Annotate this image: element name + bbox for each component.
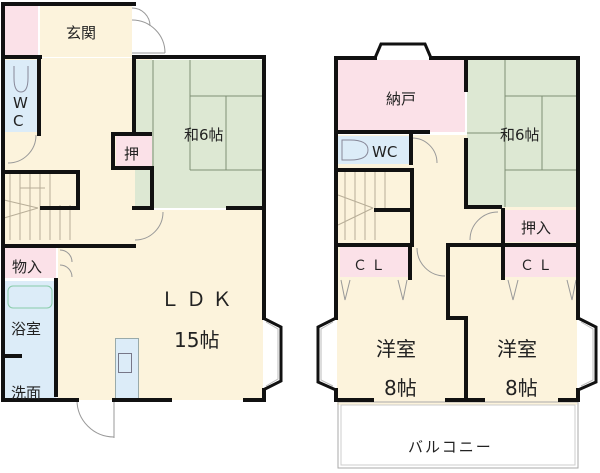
floor1-pink-closet-top (4, 5, 38, 57)
floor1-senmen (4, 358, 56, 398)
floor2-nando (337, 60, 465, 132)
floor2-oshiire (505, 210, 577, 242)
floor1-wc-fill (4, 60, 38, 132)
floor2-oshiire-label: 押入 (521, 219, 552, 237)
floor2-cl1-label: ＣＬ (353, 258, 389, 274)
floor1-genkan-label: 玄関 (66, 24, 97, 42)
floor1-oshi-label: 押 (124, 145, 140, 163)
floor2-yoshitsu2-size: 8帖 (505, 376, 538, 400)
floor1-genkan (40, 5, 132, 57)
floor2-balcony-label: バルコニー (408, 438, 493, 456)
floor1-monoire (4, 248, 56, 278)
floor2-wc-label: WC (372, 143, 398, 161)
kitchen-counter (115, 338, 139, 400)
floor1-washitsu-label: 和6帖 (184, 126, 224, 144)
floor2-nando-label: 納戸 (386, 90, 417, 108)
floor2-yoshitsu1-size: 8帖 (384, 376, 417, 400)
kitchen-sink-icon (118, 353, 132, 373)
floor2-cl2-label: ＣＬ (520, 258, 556, 274)
floor1-ldk-size: 15帖 (174, 328, 220, 352)
floor2-wc (337, 136, 411, 164)
floor2-yoshitsu1-label: 洋室 (376, 337, 416, 361)
floor1-wc-label-w: W (13, 94, 28, 112)
floor1-senmen-label: 洗面 (11, 384, 42, 402)
floor1-yokushitsu-label: 浴室 (11, 320, 42, 338)
floor1-washitsu (135, 60, 263, 208)
floor1-yokushitsu (4, 281, 56, 326)
floor2-cl2 (505, 247, 577, 277)
floor1-ldk (58, 210, 263, 400)
floor2-cl1 (340, 247, 410, 277)
floor1-wc-label-c: C (13, 112, 24, 130)
floor2-yoshitsu2-label: 洋室 (497, 337, 537, 361)
floor1-monoire-label: 物入 (12, 258, 43, 276)
floor2-washitsu-label: 和6帖 (500, 126, 540, 144)
floor1-ldk-label: ＬＤＫ (160, 287, 238, 311)
floor1-oshi (116, 134, 152, 168)
